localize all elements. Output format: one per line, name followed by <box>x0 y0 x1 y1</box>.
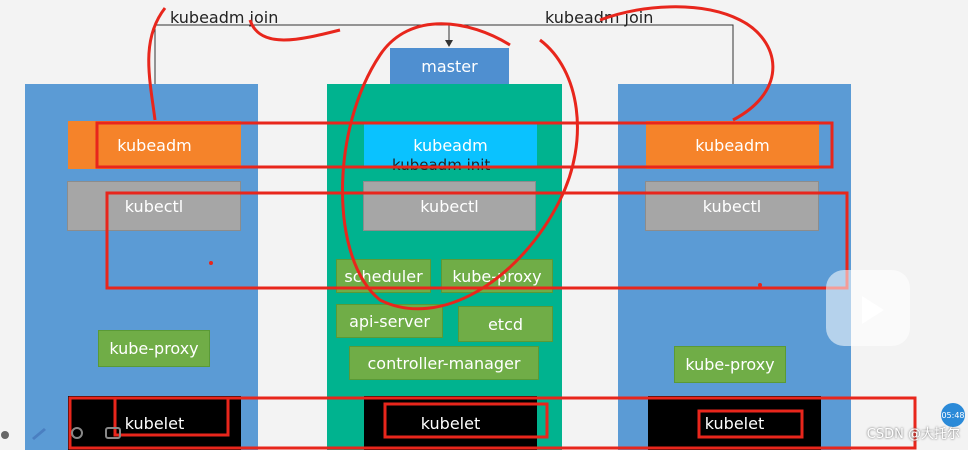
master-controller-manager: controller-manager <box>349 346 539 380</box>
chat-icon[interactable] <box>104 425 122 439</box>
master-kubectl: kubectl <box>363 181 536 231</box>
right-kubelet: kubelet <box>648 396 821 450</box>
master-kubelet: kubelet <box>364 396 537 450</box>
pen-icon[interactable] <box>30 425 48 440</box>
menu-icon[interactable] <box>0 426 10 439</box>
tv-play-icon[interactable] <box>826 270 910 346</box>
watermark: CSDN @大托尔 <box>866 427 960 442</box>
left-kube-proxy: kube-proxy <box>98 330 210 367</box>
play-triangle-icon <box>862 296 884 324</box>
master-scheduler: scheduler <box>336 259 431 293</box>
kubeadm-join-right-label: kubeadm join <box>545 8 654 27</box>
right-kube-proxy: kube-proxy <box>674 346 786 383</box>
left-kubelet: kubelet <box>68 396 241 450</box>
kubeadm-join-left-label: kubeadm join <box>170 8 279 27</box>
master-api-server: api-server <box>336 304 443 338</box>
time-badge: 05:48 <box>941 403 965 427</box>
master-kube-proxy: kube-proxy <box>441 259 553 293</box>
master-label-box: master <box>390 48 509 84</box>
left-kubeadm: kubeadm <box>68 121 241 169</box>
right-kubeadm: kubeadm <box>646 121 819 169</box>
master-etcd: etcd <box>458 306 553 342</box>
settings-icon[interactable] <box>68 425 86 439</box>
kubeadm-init-label: kubeadm init <box>392 156 491 174</box>
left-kubectl: kubectl <box>67 181 241 231</box>
right-kubectl: kubectl <box>645 181 819 231</box>
